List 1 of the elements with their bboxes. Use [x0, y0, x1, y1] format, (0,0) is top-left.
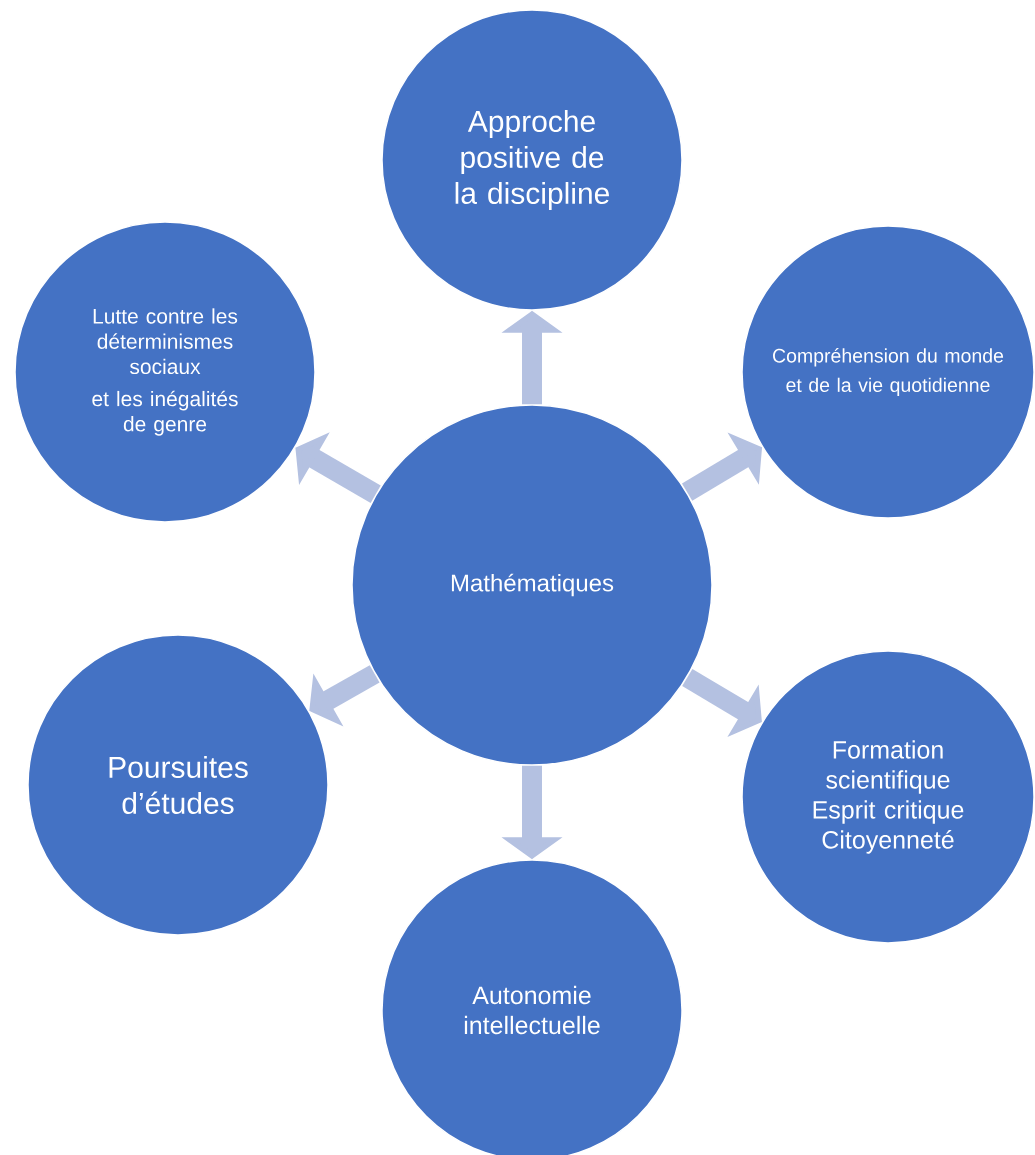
block-arrow: [309, 665, 380, 727]
